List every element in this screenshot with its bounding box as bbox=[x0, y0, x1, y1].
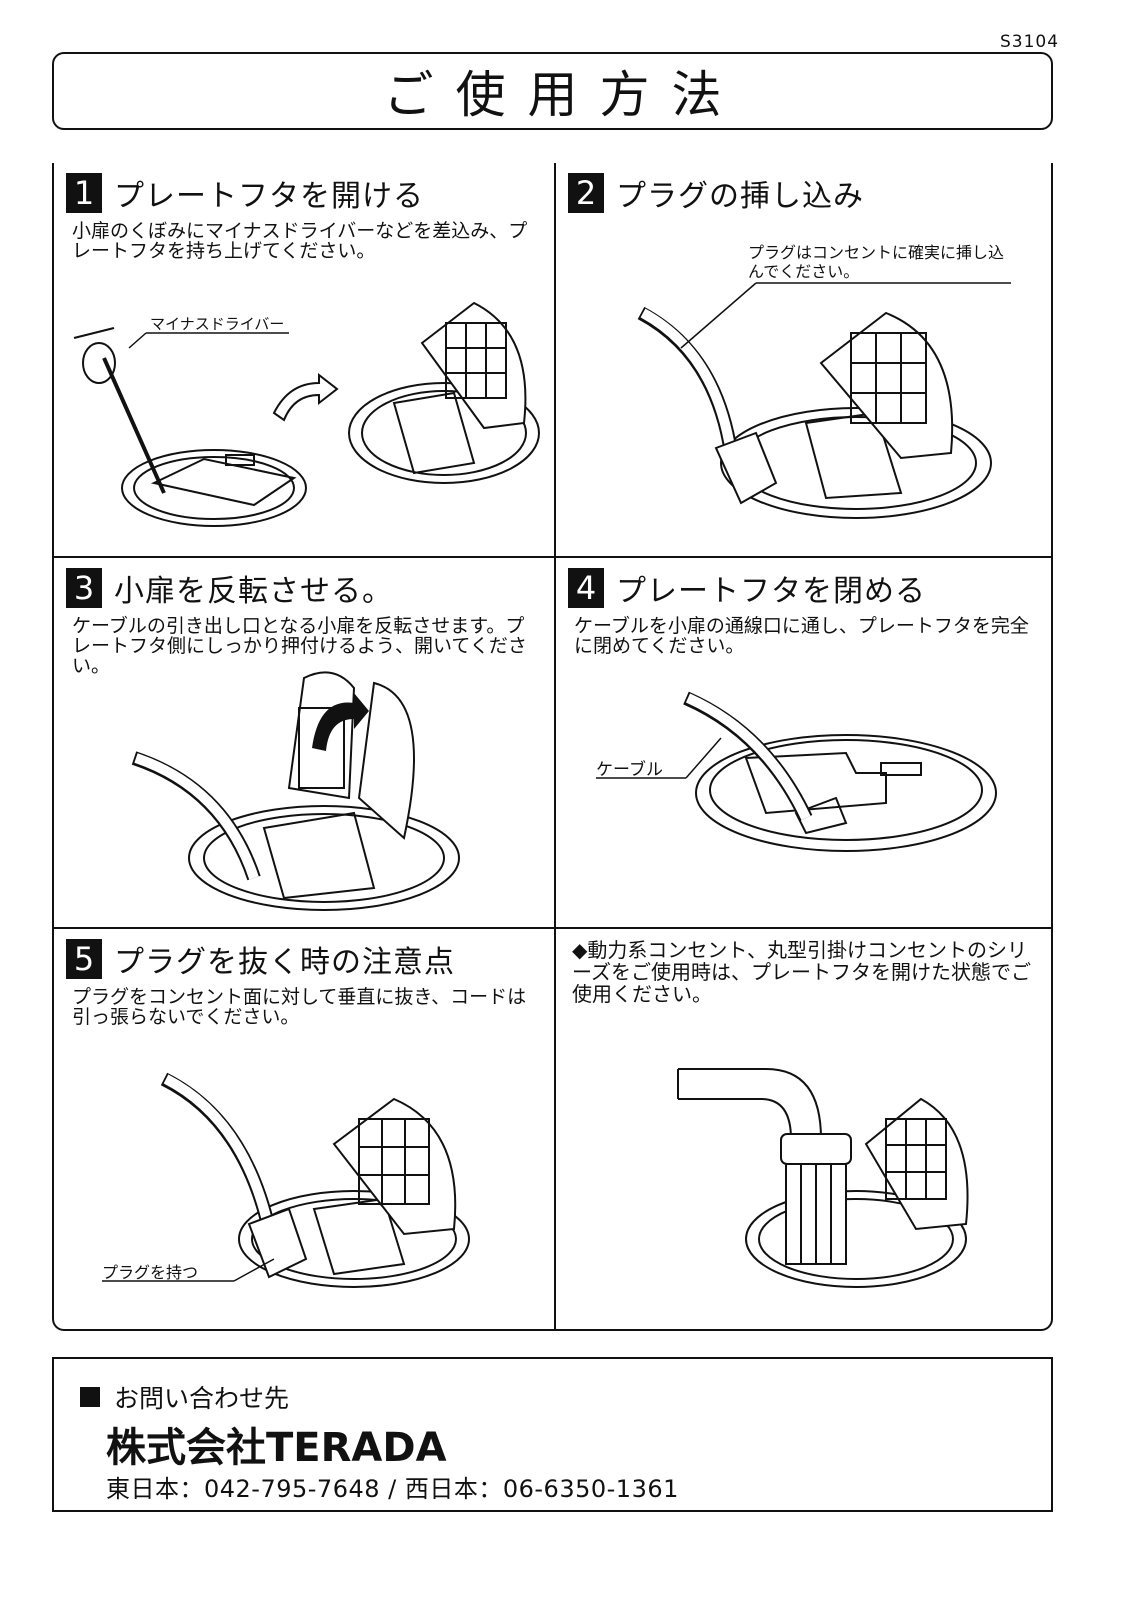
step-3-title: 小扉を反転させる。 bbox=[114, 574, 393, 609]
step-2-callout: プラグはコンセントに確実に挿し込んでください。 bbox=[748, 243, 1005, 281]
step-3-description: ケーブルの引き出し口となる小扉を反転させます。プレートフタ側にしっかり押付けるよ… bbox=[72, 615, 527, 677]
step-2-title: プラグの挿し込み bbox=[616, 179, 864, 214]
step-1-header: 1 プレートフタを開ける bbox=[66, 171, 424, 215]
grid-divider-horizontal-1 bbox=[54, 556, 1051, 558]
instruction-grid: 1 プレートフタを開ける 小扉のくぼみにマイナスドライバーなどを差込み、プレート… bbox=[52, 163, 1053, 1331]
step-1-number: 1 bbox=[66, 173, 102, 213]
step-3-illustration bbox=[131, 671, 460, 911]
step-5-number: 5 bbox=[66, 939, 102, 979]
step-4-title: プレートフタを閉める bbox=[616, 574, 926, 609]
document-code: S3104 bbox=[1000, 32, 1060, 52]
notice-illustration bbox=[677, 1068, 969, 1288]
step-5-illustration: プラグを持つ bbox=[102, 1072, 470, 1288]
company-name: 株式会社TERADA bbox=[106, 1425, 447, 1471]
notice-panel: ◆動力系コンセント、丸型引掛けコンセントのシリーズをご使用時は、プレートフタを開… bbox=[556, 929, 1054, 1319]
notice-text: ◆動力系コンセント、丸型引掛けコンセントのシリーズをご使用時は、プレートフタを開… bbox=[572, 938, 1031, 1006]
step-5-callout: プラグを持つ bbox=[102, 1263, 199, 1282]
step-2-number: 2 bbox=[568, 173, 604, 213]
step-2-header: 2 プラグの挿し込み bbox=[568, 171, 864, 215]
step-4-panel: 4 プレートフタを閉める ケーブルを小扉の通線口に通し、プレートフタを完全に閉め… bbox=[556, 558, 1054, 948]
step-3-number: 3 bbox=[66, 568, 102, 608]
grid-divider-vertical bbox=[554, 163, 556, 1329]
step-2-panel: 2 プラグの挿し込み プラグはコンセントに確実に挿し込んでください。 bbox=[556, 163, 1054, 553]
step-5-title: プラグを抜く時の注意点 bbox=[114, 945, 455, 980]
step-4-callout: ケーブル bbox=[596, 760, 663, 779]
step-3-panel: 3 小扉を反転させる。 ケーブルの引き出し口となる小扉を反転させます。プレートフ… bbox=[54, 558, 552, 948]
grid-divider-horizontal-2 bbox=[54, 927, 1051, 929]
page-title-box: ご使用方法 bbox=[52, 52, 1053, 130]
step-4-header: 4 プレートフタを閉める bbox=[568, 566, 926, 610]
step-5-description: プラグをコンセント面に対して垂直に抜き、コードは引っ張らないでください。 bbox=[72, 986, 527, 1028]
step-1-description: 小扉のくぼみにマイナスドライバーなどを差込み、プレートフタを持ち上げてください。 bbox=[72, 220, 528, 262]
page-title: ご使用方法 bbox=[383, 66, 744, 124]
step-4-description: ケーブルを小扉の通線口に通し、プレートフタを完全に閉めてください。 bbox=[574, 615, 1029, 657]
step-1-callout: マイナスドライバー bbox=[150, 315, 285, 333]
square-bullet-icon bbox=[80, 1387, 100, 1407]
step-4-illustration: ケーブル bbox=[596, 691, 997, 852]
step-2-illustration: プラグはコンセントに確実に挿し込んでください。 bbox=[637, 243, 1011, 519]
phone-numbers: 東日本：042-795-7648 / 西日本：06-6350-1361 bbox=[106, 1475, 679, 1503]
step-3-header: 3 小扉を反転させる。 bbox=[66, 566, 393, 610]
step-4-number: 4 bbox=[568, 568, 604, 608]
step-1-title: プレートフタを開ける bbox=[114, 179, 424, 214]
step-1-illustration: マイナスドライバー bbox=[73, 301, 540, 527]
contact-box: お問い合わせ先 株式会社TERADA 東日本：042-795-7648 / 西日… bbox=[52, 1357, 1053, 1512]
step-1-panel: 1 プレートフタを開ける 小扉のくぼみにマイナスドライバーなどを差込み、プレート… bbox=[54, 163, 552, 553]
step-5-panel: 5 プラグを抜く時の注意点 プラグをコンセント面に対して垂直に抜き、コードは引っ… bbox=[54, 929, 552, 1319]
step-5-header: 5 プラグを抜く時の注意点 bbox=[66, 937, 455, 981]
contact-heading: お問い合わせ先 bbox=[80, 1379, 289, 1415]
contact-heading-text: お問い合わせ先 bbox=[114, 1384, 290, 1413]
